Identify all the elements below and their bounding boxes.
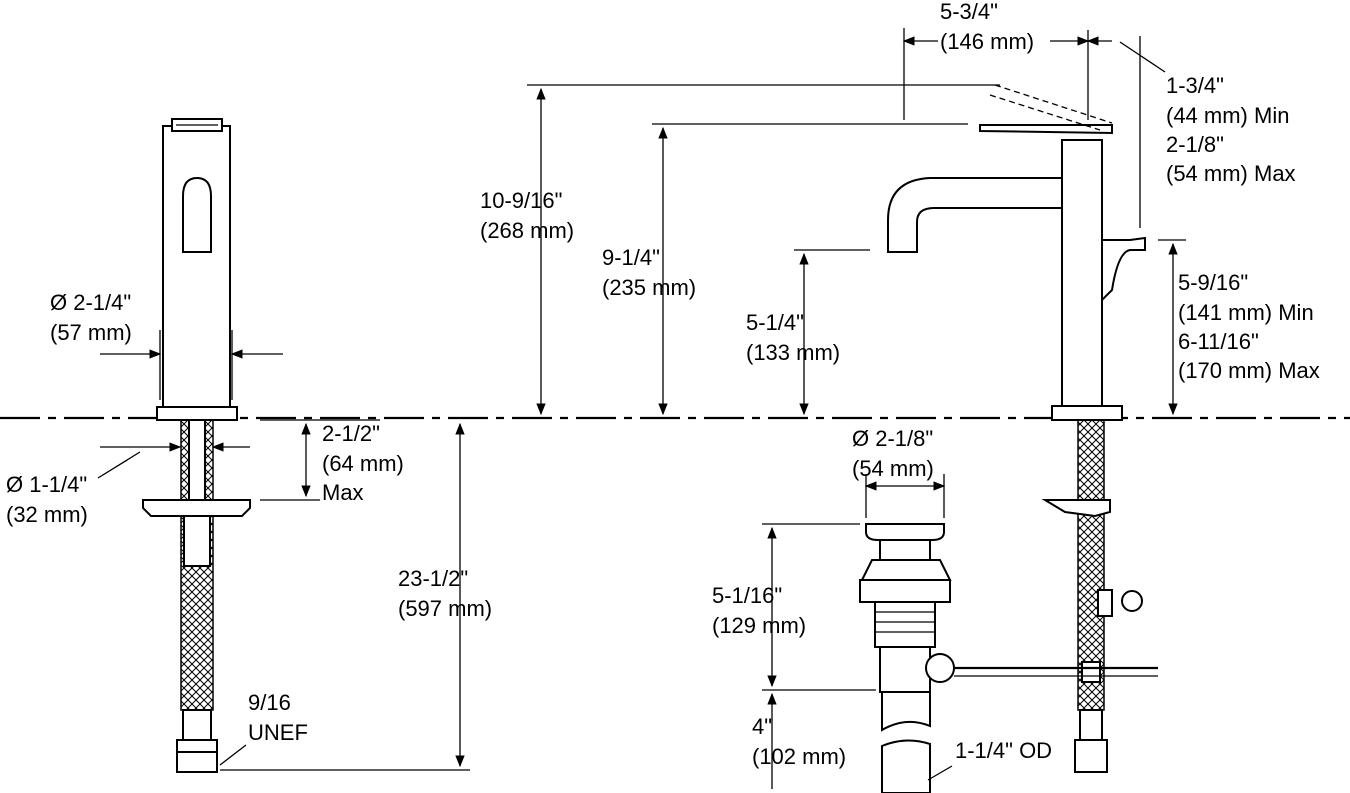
shank-diameter-label: Ø 1-1/4" (32 mm) bbox=[6, 472, 93, 527]
tailpiece-length-label: 4" (102 mm) bbox=[752, 714, 846, 769]
overall-height-label: 10-9/16" (268 mm) bbox=[480, 188, 574, 243]
drain-height-label: 5-1/16" (129 mm) bbox=[712, 583, 806, 638]
faucet-front-view bbox=[887, 84, 1146, 773]
deck-thickness-label: 2-1/2" (64 mm) Max bbox=[322, 421, 410, 505]
popup-drain bbox=[859, 523, 1158, 793]
handle-clearance-label: 1-3/4" (44 mm) Min 2-1/8" (54 mm) Max bbox=[1166, 73, 1296, 186]
spout-height-label: 9-1/4" (235 mm) bbox=[602, 245, 696, 300]
supply-length-label: 23-1/2" (597 mm) bbox=[398, 566, 492, 621]
drain-diameter-label: Ø 2-1/8" (54 mm) bbox=[852, 426, 939, 481]
spout-outlet-height-label: 5-1/4" (133 mm) bbox=[746, 310, 840, 365]
faucet-side-view bbox=[142, 118, 251, 773]
tailpiece-od-label: 1-1/4" OD bbox=[955, 738, 1052, 763]
thread-label: 9/16 UNEF bbox=[248, 690, 308, 745]
handle-height-label: 5-9/16" (141 mm) Min 6-11/16" (170 mm) M… bbox=[1178, 270, 1320, 383]
spout-reach-label: 5-3/4" (146 mm) bbox=[940, 0, 1034, 54]
base-diameter-label: Ø 2-1/4" (57 mm) bbox=[50, 290, 137, 345]
